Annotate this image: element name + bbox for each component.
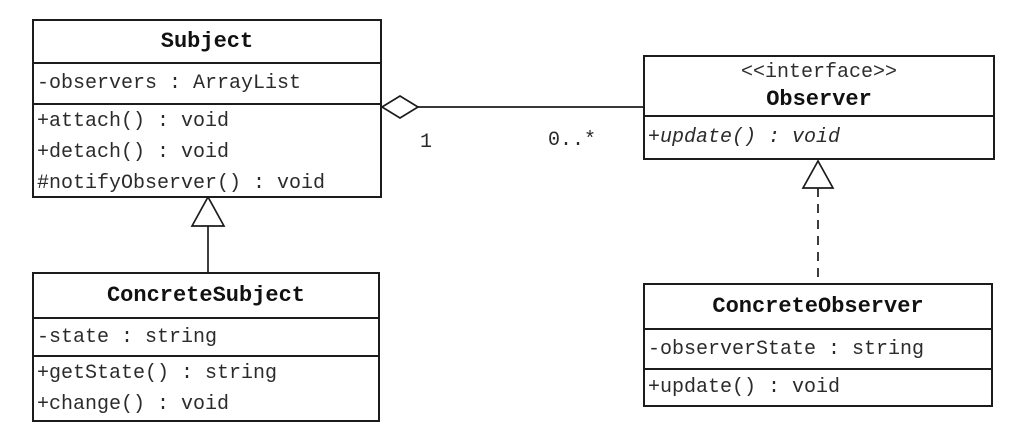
class-name-concrete-subject: ConcreteSubject bbox=[106, 283, 306, 308]
aggregation-diamond-icon bbox=[380, 95, 420, 119]
method-update-abstract: +update() : void bbox=[648, 126, 841, 149]
methods-compartment: +update() : void bbox=[645, 115, 993, 158]
method-attach: +attach() : void bbox=[37, 110, 230, 133]
attribute-observer-state: -observerState : string bbox=[648, 337, 925, 361]
attributes-compartment: -state : string bbox=[34, 317, 378, 355]
multiplicity-subject-end: 1 bbox=[419, 131, 432, 154]
class-box-observer: <<interface>> Observer +update() : void bbox=[643, 55, 995, 160]
method-update: +update() : void bbox=[648, 376, 841, 399]
attributes-compartment: -observerState : string bbox=[645, 328, 991, 368]
methods-compartment: +update() : void bbox=[645, 368, 991, 405]
stereotype-interface: <<interface>> bbox=[740, 60, 898, 84]
attribute-observers: -observers : ArrayList bbox=[37, 72, 302, 95]
class-name-subject: Subject bbox=[160, 29, 254, 54]
method-notify-observer: #notifyObserver() : void bbox=[37, 172, 326, 195]
multiplicity-observer-end: 0..* bbox=[547, 129, 596, 152]
class-title-observer: <<interface>> Observer bbox=[645, 57, 993, 115]
class-name-concrete-observer: ConcreteObserver bbox=[712, 294, 924, 319]
class-box-subject: Subject -observers : ArrayList +attach()… bbox=[32, 19, 382, 198]
method-get-state: +getState() : string bbox=[37, 362, 278, 385]
method-detach: +detach() : void bbox=[37, 141, 230, 164]
generalization-arrow-icon bbox=[190, 195, 226, 227]
attributes-compartment: -observers : ArrayList bbox=[34, 62, 380, 103]
class-name-observer: Observer bbox=[766, 86, 872, 112]
methods-compartment: +getState() : string +change() : void bbox=[34, 355, 378, 421]
class-box-concrete-subject: ConcreteSubject -state : string +getStat… bbox=[32, 272, 380, 422]
method-change: +change() : void bbox=[37, 393, 230, 416]
realization-arrow-icon bbox=[801, 159, 835, 189]
methods-compartment: +attach() : void +detach() : void #notif… bbox=[34, 103, 380, 200]
class-box-concrete-observer: ConcreteObserver -observerState : string… bbox=[643, 283, 993, 407]
attribute-state: -state : string bbox=[37, 325, 218, 349]
